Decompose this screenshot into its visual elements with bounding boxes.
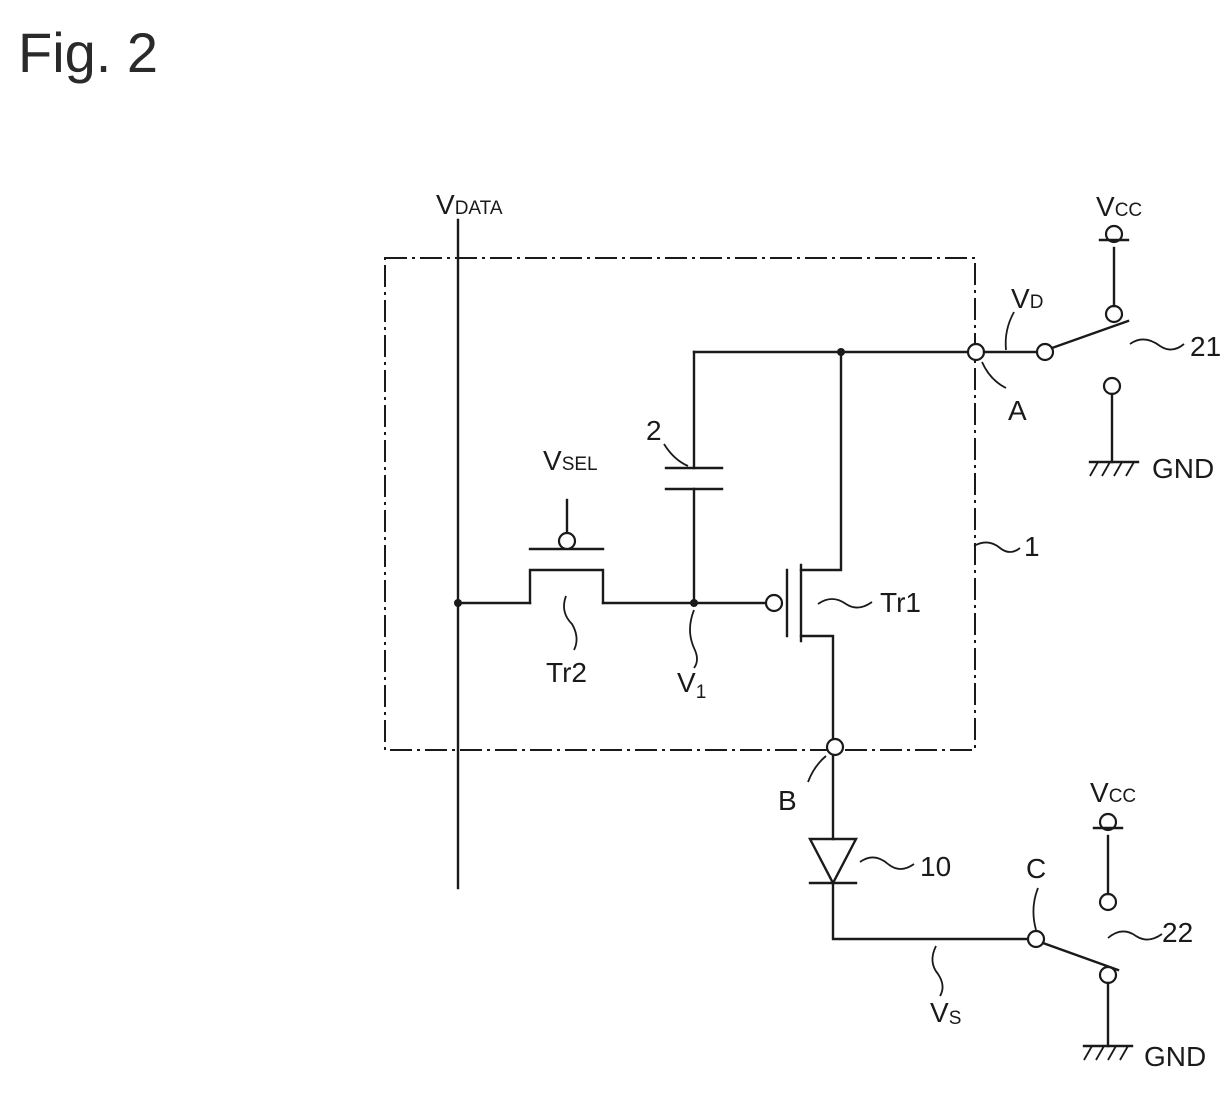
switch-22-blade	[1043, 943, 1118, 970]
switch-21-gnd-contact	[1104, 378, 1120, 394]
node-c-leader	[1033, 888, 1038, 930]
vs-wire	[833, 883, 1028, 939]
v1-junction	[690, 599, 698, 607]
gnd-top-symbol	[1090, 462, 1138, 476]
switch-22-gnd-contact	[1100, 967, 1116, 983]
vcc-bottom-label: VCC	[1090, 777, 1136, 808]
pixel-circuit-label: 1	[1024, 531, 1040, 562]
diode-label: 10	[920, 851, 951, 882]
figure-title: Fig. 2	[18, 21, 158, 84]
node-b-terminal	[827, 739, 843, 755]
vdata-junction	[454, 599, 462, 607]
node-b-leader	[808, 756, 826, 782]
switch-21-blade	[1052, 321, 1128, 348]
node-a-label: A	[1008, 395, 1027, 426]
vcc-top-label: VCC	[1096, 191, 1142, 222]
node-c-terminal	[1028, 931, 1044, 947]
switch-22-label: 22	[1162, 917, 1193, 948]
node-b-label: B	[778, 785, 797, 816]
switch-22-vcc-contact	[1100, 894, 1116, 910]
vdata-label: VDATA	[436, 189, 503, 220]
v1-leader	[690, 610, 697, 668]
diode-10-symbol	[810, 839, 856, 883]
tr1-drain-wire	[801, 636, 833, 738]
tr2-leader	[564, 596, 577, 650]
node-c-label: C	[1026, 853, 1046, 884]
tr1-leader	[818, 599, 872, 608]
gnd-bottom-label: GND	[1144, 1041, 1206, 1072]
switch-22-leader	[1108, 931, 1162, 939]
diode-leader	[860, 857, 914, 869]
capacitor-leader	[664, 444, 688, 466]
switch-21-vcc-contact	[1106, 306, 1122, 322]
vs-label: VS	[930, 997, 961, 1029]
v1-label: V1	[677, 667, 706, 703]
vd-junction	[837, 348, 845, 356]
tr2-label: Tr2	[546, 657, 587, 688]
vsel-label: VSEL	[543, 445, 598, 476]
capacitor-label: 2	[646, 415, 662, 446]
vs-leader	[932, 946, 942, 996]
node-a-leader	[982, 362, 1006, 388]
gnd-top-label: GND	[1152, 453, 1214, 484]
vsel-terminal	[559, 533, 575, 549]
switch-21-label: 21	[1190, 331, 1221, 362]
vd-label: VD	[1011, 283, 1043, 314]
node-a-terminal	[968, 344, 984, 360]
tr1-label: Tr1	[880, 587, 921, 618]
switch-21-leader	[1130, 339, 1184, 349]
pixel-circuit-leader	[974, 542, 1020, 552]
tr2-channel	[530, 570, 603, 603]
tr1-gate-bubble	[766, 595, 782, 611]
vd-leader	[1006, 312, 1014, 350]
gnd-bottom-symbol	[1084, 1046, 1132, 1060]
switch-21-common-terminal	[1037, 344, 1053, 360]
tr1-source-wire	[801, 352, 841, 570]
